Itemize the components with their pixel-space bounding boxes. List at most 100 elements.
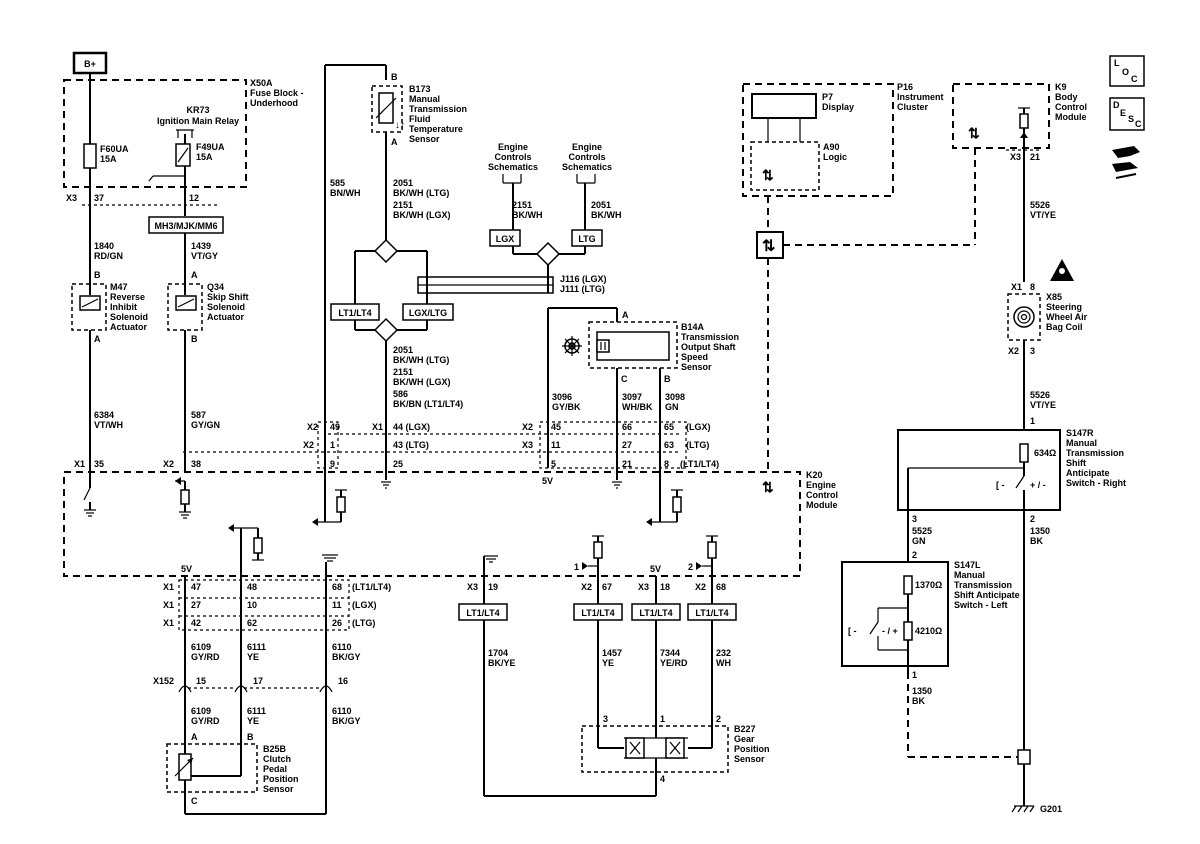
ecm-r3-p21: 21: [622, 459, 632, 469]
splice-right: [535, 241, 561, 267]
s147l-name-3: Shift Anticipate: [954, 590, 1020, 600]
f60-amps: 15A: [100, 154, 117, 164]
ecs-left-3: Schematics: [488, 162, 538, 172]
wire-6110-num: 6110: [332, 642, 352, 652]
s147l-res1: 1370Ω: [915, 580, 942, 590]
gp-two: 2: [688, 562, 693, 572]
b25b-name-4: Sensor: [263, 784, 294, 794]
m47-name-4: Actuator: [110, 322, 147, 332]
wire-3096-color: GY/BK: [552, 402, 581, 412]
wire-6109b-num: 6109: [191, 706, 211, 716]
s147l-pin-1: 1: [912, 670, 917, 680]
ecm-r3-p25: 25: [393, 459, 403, 469]
ecs-left-2: Controls: [495, 152, 532, 162]
b25b-pin-c: C: [191, 796, 198, 806]
j111-label: J111 (LTG): [560, 284, 605, 294]
wire-2051-color: BK/WH (LTG): [393, 188, 449, 198]
fuse-block-x50a: [63, 79, 247, 188]
ecm-r2-p1: 1: [330, 440, 335, 450]
wire-1704-color: BK/YE: [488, 658, 516, 668]
b173-ntc-icon: ↓↑: [395, 120, 405, 131]
kr73-id: KR73: [186, 105, 209, 115]
x2-38-conn: X2: [163, 459, 174, 469]
wire-2051c-color: BK/WH (LTG): [393, 355, 449, 365]
wire-1350a-color: BK: [1030, 536, 1043, 546]
bc-r2-27: 27: [191, 600, 201, 610]
s147r-switch: [897, 429, 1061, 511]
bc-r3-42: 42: [191, 618, 201, 628]
ecm-r1-x1: X1: [372, 422, 383, 432]
ecm-r1-p66: 66: [622, 422, 632, 432]
ecm-r1-p44: 44 (LGX): [393, 422, 430, 432]
wire-6111b-num: 6111: [247, 706, 266, 716]
s147r-id: S147R: [1066, 428, 1094, 438]
option-lt1-lt4-label: LT1/LT4: [338, 308, 371, 318]
k9-id: K9: [1055, 82, 1067, 92]
b173-name-2: Transmission: [409, 104, 467, 114]
wire-2151-num: 2151: [393, 200, 413, 210]
wire-5526b-color: VT/YE: [1030, 400, 1056, 410]
wire-587-num: 587: [191, 410, 206, 420]
b173-name-1: Manual: [409, 94, 440, 104]
k9-serial-icon: ⇅: [968, 125, 980, 141]
wire-1439-num: 1439: [191, 241, 211, 251]
s147l-name-4: Switch - Left: [954, 600, 1008, 610]
bc-r3-26: 26: [332, 618, 342, 628]
hand-tool-icon[interactable]: [1112, 146, 1140, 179]
ecm-r1-p45: 45: [551, 422, 561, 432]
q34-name-1: Skip Shift: [207, 292, 249, 302]
x152-pin-16: 16: [338, 676, 348, 686]
serial-data-arrows: ⇅: [762, 238, 775, 255]
b14a-name-3: Speed: [681, 352, 708, 362]
b227-name-1: Gear: [734, 734, 755, 744]
s147r-pin-3: 3: [912, 514, 917, 524]
gp-p19: 19: [488, 582, 498, 592]
b173-pin-a: A: [391, 137, 398, 147]
desc-s: S: [1128, 114, 1134, 124]
b227-pin-3: 3: [603, 714, 608, 724]
wire-587-color: GY/GN: [191, 420, 220, 430]
option-ltg: [571, 229, 603, 247]
k9-conn-21: 21: [1030, 152, 1040, 162]
bc-r3-label: (LTG): [352, 618, 375, 628]
option-mh3-label: MH3/MJK/MM6: [154, 221, 217, 231]
wire-7344-color: YE/RD: [660, 658, 688, 668]
gp-p68: 68: [716, 582, 726, 592]
bc-r1-label: (LT1/LT4): [352, 582, 391, 592]
s147r-name-4: Anticipate: [1066, 468, 1110, 478]
desc-e: E: [1120, 108, 1126, 118]
wire-6111b-color: YE: [247, 716, 259, 726]
m47-id: M47: [110, 282, 128, 292]
option-lgx-ltg-label: LGX/LTG: [409, 308, 447, 318]
wire-585-color: BN/WH: [330, 188, 361, 198]
m47-name-1: Reverse: [110, 292, 145, 302]
x3-pin-37: 37: [94, 193, 104, 203]
ecm-r1-p49: 49: [330, 422, 340, 432]
q34-id: Q34: [207, 282, 224, 292]
wire-6384-num: 6384: [94, 410, 114, 420]
ecm-r2-p27: 27: [622, 440, 632, 450]
x3-pin-12: 12: [189, 193, 199, 203]
bc-r2-x1: X1: [163, 600, 174, 610]
gp-x3: X3: [467, 582, 478, 592]
p7-name: Display: [822, 102, 854, 112]
x85-conn-top: X1: [1011, 282, 1022, 292]
a90-id: A90: [823, 142, 840, 152]
s147l-name-1: Manual: [954, 570, 985, 580]
ecm-r3-label: (LT1/LT4): [680, 459, 719, 469]
loc-o: O: [1122, 67, 1129, 77]
wire-3097-num: 3097: [622, 392, 642, 402]
ecs-right-3: Schematics: [562, 162, 612, 172]
clockspring-icon: [1013, 306, 1035, 328]
wire-6109-color: GY/RD: [191, 652, 220, 662]
m47-name-2: Inhibit: [110, 302, 137, 312]
ecm-r3-p8: 8: [664, 459, 669, 469]
loc-icon[interactable]: [1109, 55, 1145, 87]
p7-display: [751, 93, 817, 119]
x152-conn: X152: [153, 676, 174, 686]
gp-x3b: X3: [638, 582, 649, 592]
m47-outline: [71, 283, 107, 331]
wire-3096-num: 3096: [552, 392, 572, 402]
desc-icon[interactable]: [1109, 97, 1145, 131]
bc-r2-label: (LGX): [352, 600, 377, 610]
